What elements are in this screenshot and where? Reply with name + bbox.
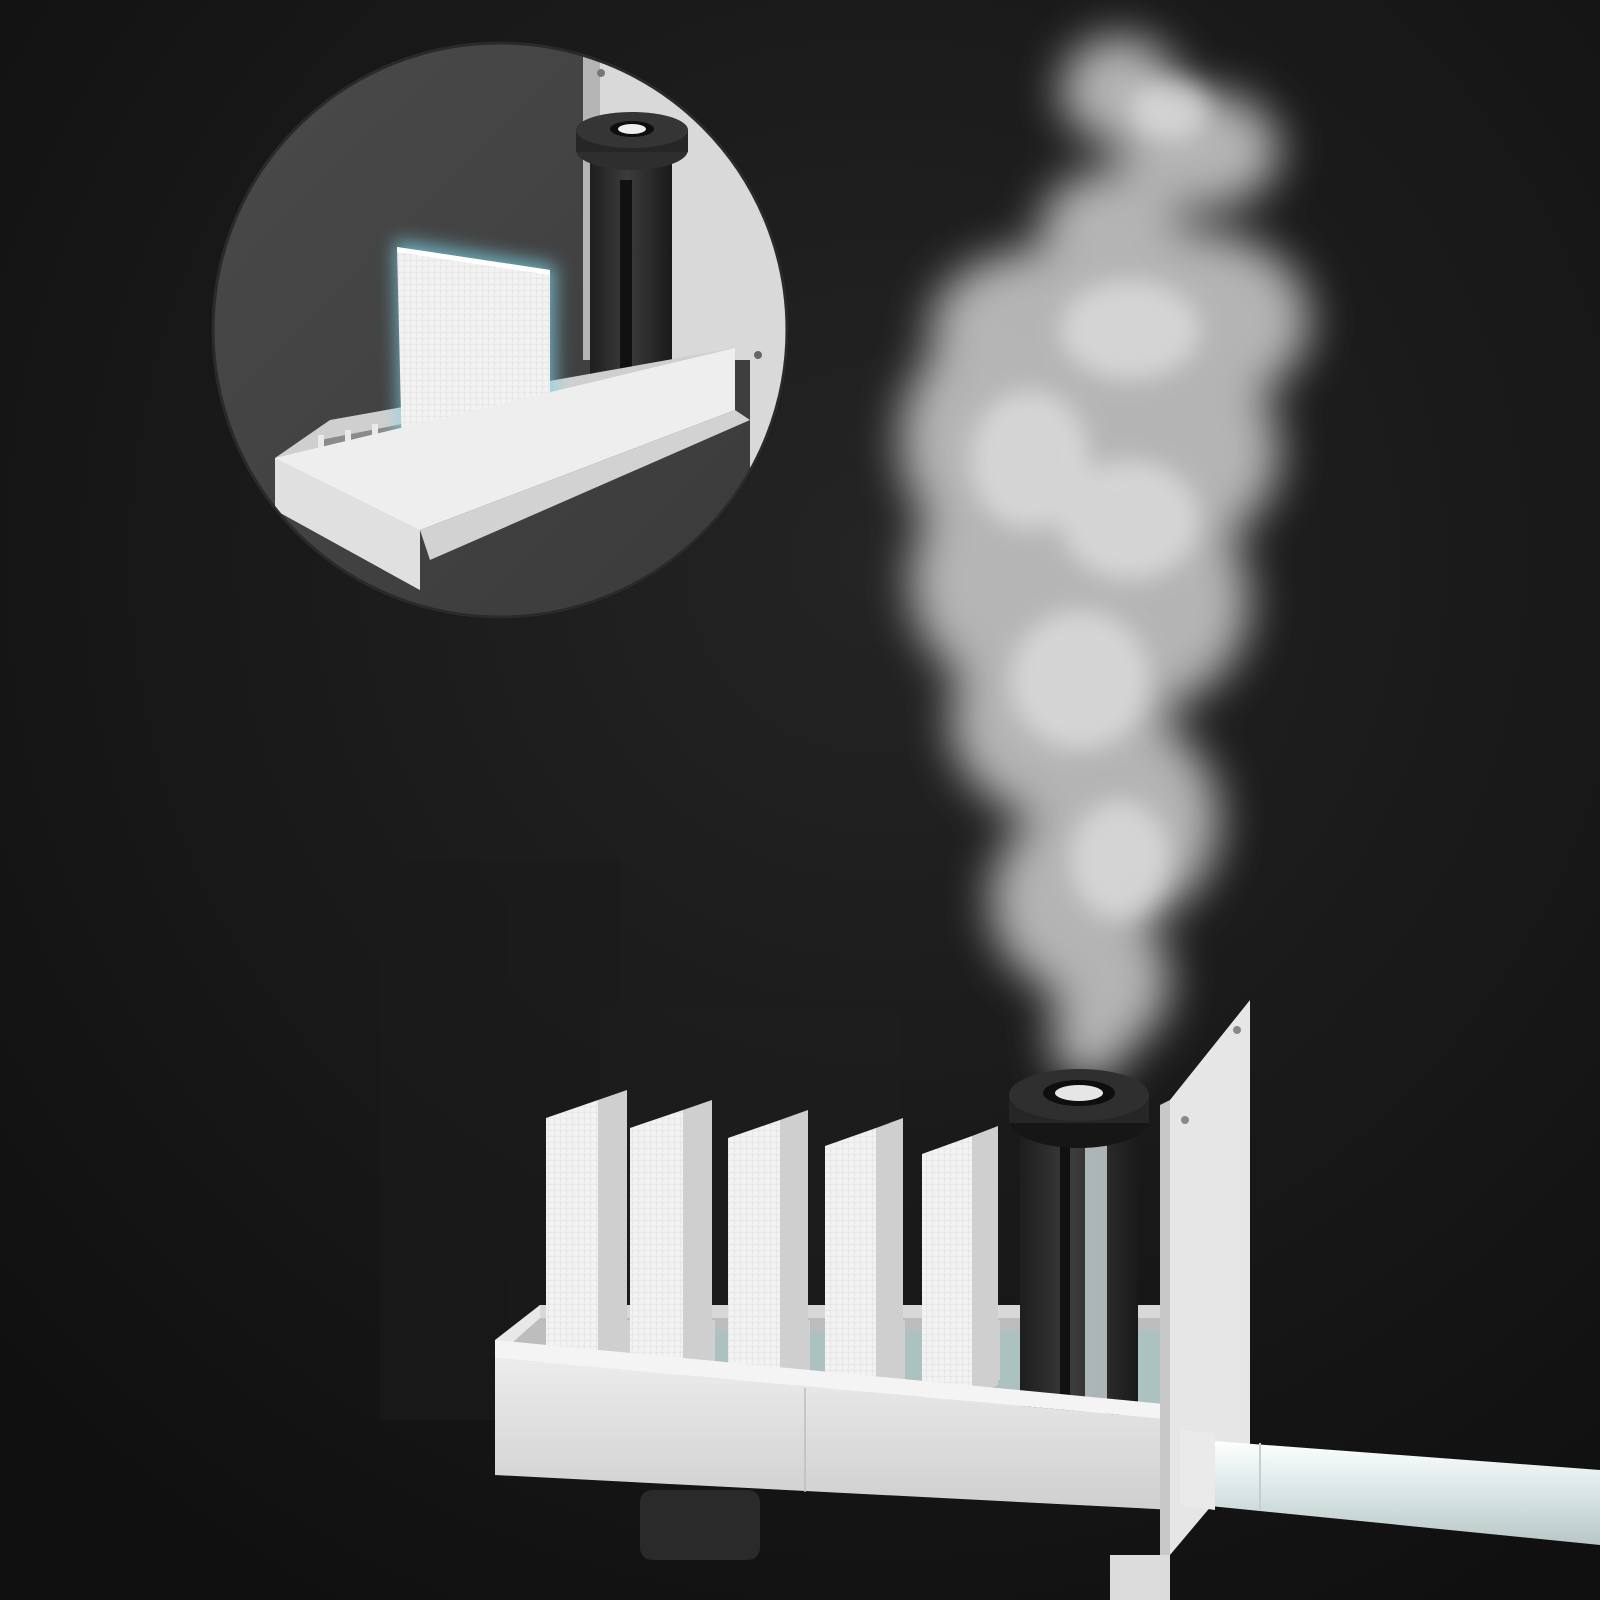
water-pipe	[1180, 1430, 1600, 1545]
tray-front	[495, 1305, 1175, 1510]
filter-pads	[546, 1090, 998, 1405]
side-panel	[1110, 1000, 1250, 1600]
drain-fitting	[640, 1490, 760, 1560]
filter-pad	[546, 1090, 627, 1385]
steam-plume	[900, 35, 1310, 1080]
filter-pad	[630, 1100, 712, 1390]
filter-pad	[825, 1118, 903, 1400]
zoom-inset	[211, 41, 789, 619]
filter-pad	[922, 1126, 998, 1405]
filter-pad	[728, 1110, 808, 1395]
atomizer-tube	[1009, 1069, 1149, 1415]
